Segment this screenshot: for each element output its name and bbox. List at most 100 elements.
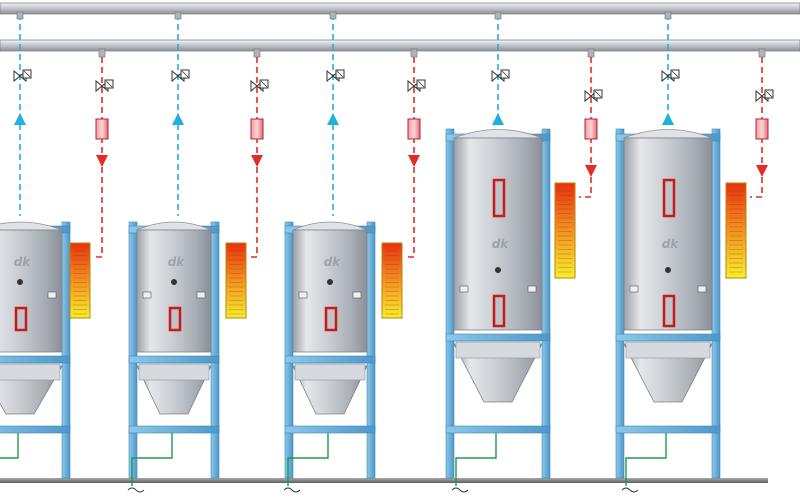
valve-icon bbox=[407, 79, 426, 93]
return-line bbox=[750, 57, 763, 198]
sensor-fitting bbox=[697, 285, 707, 293]
ground-icon bbox=[451, 487, 469, 493]
level-sensor-icon bbox=[495, 267, 501, 273]
frame-post-left bbox=[445, 128, 455, 479]
hopper-ring bbox=[0, 363, 61, 381]
ground-icon bbox=[283, 487, 301, 493]
vessel-lid bbox=[136, 221, 212, 231]
hopper-ring bbox=[455, 341, 541, 359]
hopper-ring bbox=[294, 363, 366, 381]
valve-actuator-mark bbox=[105, 80, 113, 88]
valve-actuator-mark bbox=[336, 70, 344, 78]
ground-line bbox=[455, 433, 497, 486]
sensor-fitting bbox=[527, 285, 537, 293]
return-tap bbox=[758, 48, 766, 58]
filter-icon bbox=[407, 118, 421, 140]
valve-icon bbox=[326, 69, 345, 83]
vessel-body bbox=[136, 229, 212, 353]
valve-actuator-mark bbox=[23, 70, 31, 78]
frame-beam bbox=[0, 425, 71, 434]
vessel-logo: dk bbox=[168, 255, 186, 269]
supply-tap bbox=[16, 11, 24, 20]
return-tap bbox=[410, 48, 418, 58]
dryer-unit-2: dk bbox=[127, 11, 269, 493]
valve-icon bbox=[661, 69, 680, 83]
filter-icon bbox=[95, 118, 109, 140]
frame-post-right bbox=[541, 128, 551, 479]
frame-beam bbox=[445, 425, 551, 434]
frame-beam bbox=[615, 333, 721, 342]
frame-post-left bbox=[128, 221, 138, 479]
arrow-down-icon bbox=[408, 155, 420, 167]
valve-icon bbox=[171, 69, 190, 83]
heater-icon bbox=[225, 242, 247, 319]
return-tap bbox=[98, 48, 106, 58]
valve-actuator-mark bbox=[765, 90, 773, 98]
frame-beam bbox=[128, 355, 220, 364]
vessel-logo: dk bbox=[14, 255, 32, 269]
level-sensor-icon bbox=[17, 279, 23, 285]
sight-glass bbox=[662, 294, 676, 328]
frame-beam bbox=[0, 355, 71, 364]
vessel-logo: dk bbox=[324, 255, 342, 269]
ground-line bbox=[287, 433, 329, 486]
arrow-down-icon bbox=[756, 165, 768, 177]
level-sensor-icon bbox=[171, 279, 177, 285]
arrow-up-icon bbox=[492, 113, 504, 125]
valve-actuator-mark bbox=[671, 70, 679, 78]
valve-actuator-mark bbox=[501, 70, 509, 78]
filter-icon bbox=[755, 118, 769, 140]
sensor-fitting bbox=[298, 291, 308, 299]
arrow-up-icon bbox=[327, 113, 339, 125]
hopper-ring bbox=[138, 363, 210, 381]
supply-tap bbox=[329, 11, 337, 20]
sensor-fitting bbox=[629, 285, 639, 293]
sensor-fitting bbox=[196, 291, 206, 299]
sight-glass bbox=[324, 306, 338, 332]
filter-icon bbox=[250, 118, 264, 140]
vessel-lid bbox=[623, 129, 713, 139]
return-line bbox=[406, 57, 415, 258]
return-line bbox=[94, 57, 103, 258]
frame-post-right bbox=[711, 128, 721, 479]
frame-post-right bbox=[366, 221, 376, 479]
vessel-body bbox=[292, 229, 368, 353]
frame-beam bbox=[615, 425, 721, 434]
arrow-down-icon bbox=[585, 165, 597, 177]
frame-post-right bbox=[210, 221, 220, 479]
sight-glass bbox=[492, 178, 506, 218]
arrow-up-icon bbox=[662, 113, 674, 125]
sensor-fitting bbox=[352, 291, 362, 299]
arrow-up-icon bbox=[14, 113, 26, 125]
dryer-unit-3: dk bbox=[283, 11, 426, 493]
ground-icon bbox=[127, 487, 145, 493]
valve-icon bbox=[755, 89, 774, 103]
return-tap bbox=[253, 48, 261, 58]
valve-icon bbox=[491, 69, 510, 83]
sensor-fitting bbox=[142, 291, 152, 299]
frame-beam bbox=[128, 425, 220, 434]
ground-line bbox=[625, 433, 667, 486]
frame-beam bbox=[284, 355, 376, 364]
ground-line bbox=[131, 433, 173, 486]
heater-icon bbox=[725, 182, 747, 279]
valve-actuator-mark bbox=[594, 90, 602, 98]
valve-icon bbox=[250, 79, 269, 93]
arrow-up-icon bbox=[172, 113, 184, 125]
valve-icon bbox=[584, 89, 603, 103]
valve-actuator-mark bbox=[260, 80, 268, 88]
frame-post-left bbox=[284, 221, 294, 479]
heater-icon bbox=[554, 182, 576, 279]
filter-icon bbox=[584, 118, 598, 140]
vessel-lid bbox=[292, 221, 368, 231]
return-line bbox=[250, 57, 258, 258]
ground-line bbox=[0, 433, 19, 459]
dryer-unit-1: dk bbox=[0, 11, 114, 479]
vessel-lid bbox=[0, 221, 63, 231]
frame-post-left bbox=[615, 128, 625, 479]
supply-tap bbox=[664, 11, 672, 20]
vessel-logo: dk bbox=[492, 237, 510, 251]
valve-icon bbox=[13, 69, 32, 83]
